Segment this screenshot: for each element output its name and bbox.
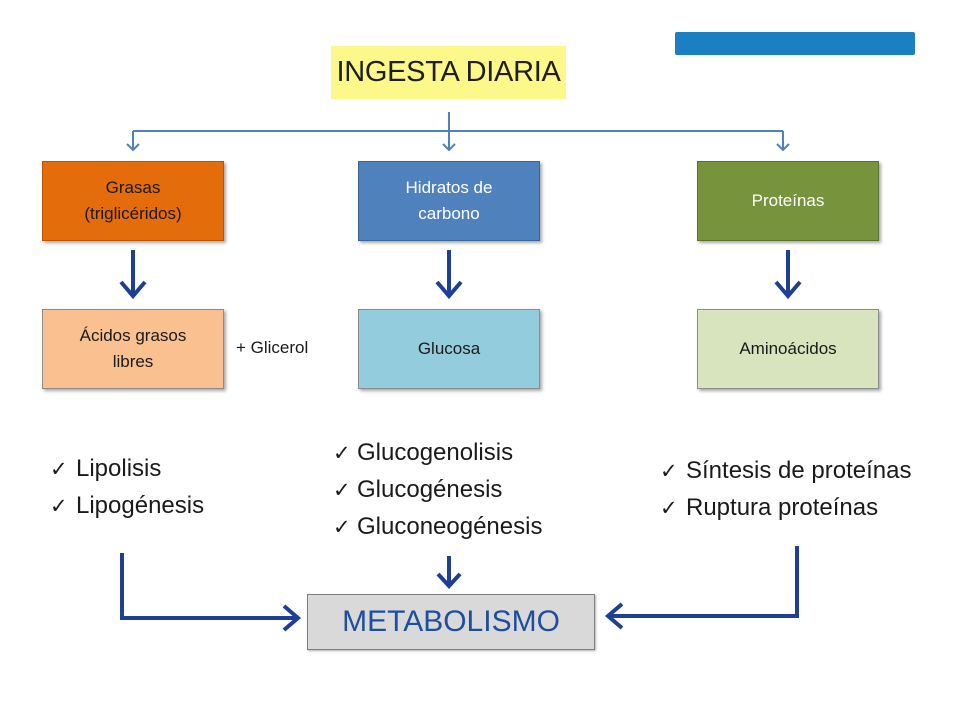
node-aminoacidos: Aminoácidos bbox=[697, 309, 879, 389]
list-item-label: Gluconeogénesis bbox=[357, 513, 543, 540]
list-item: ✓ Síntesis de proteínas bbox=[660, 453, 911, 490]
check-icon: ✓ bbox=[660, 460, 678, 483]
node-acidos-grasos-label: Ácidos grasos libres bbox=[79, 325, 187, 371]
arrow-right-to-metabolismo bbox=[604, 546, 799, 630]
node-proteinas-label: Proteínas bbox=[751, 190, 825, 210]
list-item: ✓ Gluconeogénesis bbox=[333, 509, 542, 546]
arrow-hidratos-to-glucosa bbox=[435, 250, 463, 300]
node-acidos-grasos: Ácidos grasos libres bbox=[42, 309, 224, 389]
node-grasas-label: Grasas (triglicéridos) bbox=[84, 177, 182, 223]
ingesta-diaria-title: INGESTA DIARIA bbox=[331, 46, 566, 99]
check-icon: ✓ bbox=[50, 495, 68, 518]
list-item-label: Síntesis de proteínas bbox=[686, 457, 912, 484]
arrow-grasas-to-acidos bbox=[119, 250, 147, 300]
node-glucosa: Glucosa bbox=[358, 309, 540, 389]
list-item-label: Ruptura proteínas bbox=[686, 494, 879, 521]
node-glucosa-label: Glucosa bbox=[417, 338, 481, 358]
node-hidratos: Hidratos de carbono bbox=[358, 161, 540, 241]
blue-badge bbox=[675, 32, 915, 55]
list-item-label: Glucogenolisis bbox=[357, 439, 514, 466]
list-item: ✓ Ruptura proteínas bbox=[660, 490, 911, 527]
list-left: ✓ Lipolisis ✓ Lipogénesis bbox=[50, 451, 204, 525]
check-icon: ✓ bbox=[660, 497, 678, 520]
list-middle: ✓ Glucogenolisis ✓ Glucogénesis ✓ Gluconeog… bbox=[333, 435, 542, 546]
metabolismo-label: METABOLISMO bbox=[342, 604, 560, 638]
list-right: ✓ Síntesis de proteínas ✓ Ruptura proteína… bbox=[660, 453, 911, 527]
list-item-label: Lipolisis bbox=[76, 455, 162, 482]
check-icon: ✓ bbox=[50, 458, 68, 481]
list-item: ✓ Lipolisis bbox=[50, 451, 204, 488]
arrow-left-to-metabolismo bbox=[120, 553, 302, 632]
node-proteinas: Proteínas bbox=[697, 161, 879, 241]
node-hidratos-label: Hidratos de carbono bbox=[405, 177, 493, 223]
glicerol-note: + Glicerol bbox=[236, 338, 309, 357]
node-grasas: Grasas (triglicéridos) bbox=[42, 161, 224, 241]
arrow-middle-to-metabolismo bbox=[436, 556, 462, 589]
list-item-label: Glucogénesis bbox=[357, 476, 503, 503]
check-icon: ✓ bbox=[333, 516, 351, 539]
node-aminoacidos-label: Aminoácidos bbox=[739, 338, 837, 358]
list-item: ✓ Glucogénesis bbox=[333, 472, 542, 509]
distribution-connector bbox=[126, 112, 790, 152]
check-icon: ✓ bbox=[333, 442, 351, 465]
check-icon: ✓ bbox=[333, 479, 351, 502]
list-item: ✓ Lipogénesis bbox=[50, 488, 204, 525]
metabolismo-box: METABOLISMO bbox=[307, 594, 595, 650]
arrow-proteinas-to-aminoacidos bbox=[774, 250, 802, 300]
list-item-label: Lipogénesis bbox=[76, 492, 205, 519]
list-item: ✓ Glucogenolisis bbox=[333, 435, 542, 472]
